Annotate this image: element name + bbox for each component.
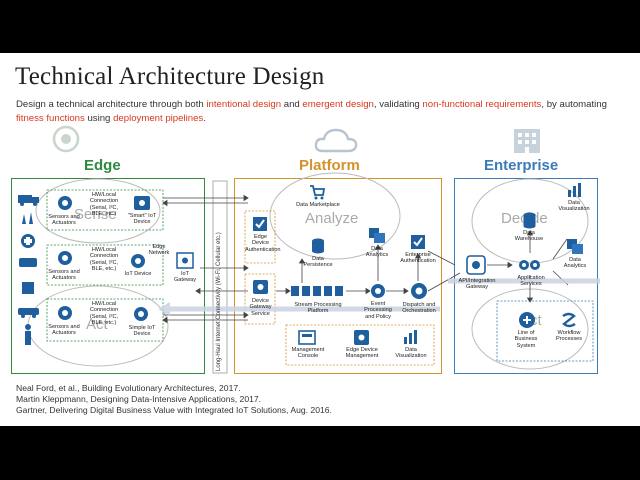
subtitle-text: , by automating bbox=[541, 99, 607, 110]
edge-auth-label: Edge Device Authentication bbox=[245, 234, 281, 253]
analyze-label: Analyze bbox=[305, 210, 359, 227]
enterprise-title: Enterprise bbox=[484, 157, 559, 174]
application-services-label: Application Services bbox=[517, 275, 545, 288]
cloud-icon bbox=[314, 128, 358, 153]
analytics-icon bbox=[369, 228, 385, 243]
application-services-icon bbox=[519, 260, 540, 270]
sensor-icon bbox=[58, 251, 72, 265]
subtitle-text: and bbox=[281, 99, 303, 110]
enterprise-data-analytics-label: Data Analytics bbox=[563, 257, 587, 270]
platform-title: Platform bbox=[299, 157, 360, 174]
workflow-label: Workflow Processes bbox=[555, 330, 583, 343]
slide-title: Technical Architecture Design bbox=[15, 63, 325, 90]
edge-network-label: Edge Network bbox=[148, 244, 170, 257]
edge-title: Edge bbox=[84, 157, 121, 174]
building-icon bbox=[514, 129, 540, 153]
warehouse-icon bbox=[523, 212, 536, 229]
platform-box bbox=[234, 178, 442, 374]
simple-device-label: Simple IoT Device bbox=[128, 325, 156, 338]
auth-check-icon bbox=[253, 217, 267, 231]
platform-data-viz-label: Data Visualization bbox=[395, 347, 427, 360]
hw-connection-label-3: HW/Local Connection (Serial, I²C, BLE, e… bbox=[89, 301, 119, 326]
top-letterbox bbox=[0, 0, 640, 53]
subtitle-text: . bbox=[203, 112, 206, 124]
reference-item: Martin Kleppmann, Designing Data-Intensi… bbox=[16, 394, 262, 405]
api-gateway-label: API/Integration Gateway bbox=[458, 278, 496, 291]
slide-subtitle: Design a technical architecture through … bbox=[16, 98, 632, 125]
subtitle-highlight: deployment pipelines bbox=[113, 112, 204, 124]
smart-device-label: "Smart" IoT Device bbox=[127, 213, 157, 226]
sensors-label-2: Sensors and Actuators bbox=[48, 269, 80, 282]
sense-label: Sense bbox=[74, 206, 117, 223]
management-console-icon bbox=[298, 330, 316, 345]
data-persistence-label: Data Persistence bbox=[303, 256, 333, 269]
bottom-letterbox bbox=[0, 426, 640, 480]
enterprise-auth-icon bbox=[411, 235, 425, 249]
data-analytics-label: Data Analytics bbox=[365, 246, 389, 259]
iot-device-label: IoT Device bbox=[124, 271, 152, 277]
reference-item: Gartner, Delivering Digital Business Val… bbox=[16, 405, 332, 416]
enterprise-analytics-icon bbox=[567, 239, 583, 254]
event-processing-icon bbox=[371, 284, 385, 298]
sensors-label-3: Sensors and Actuators bbox=[48, 324, 80, 337]
device-gateway-label: Device Gateway Service bbox=[249, 298, 272, 317]
line-of-business-label: Line of Business System bbox=[514, 330, 538, 349]
subtitle-highlight: non-functional requirements bbox=[422, 99, 542, 110]
act-edge-label: Act bbox=[86, 316, 108, 333]
reference-item: Neal Ford, et al., Building Evolutionary… bbox=[16, 383, 241, 393]
visualization-chart-icon bbox=[404, 330, 417, 344]
sensor-icon bbox=[58, 196, 72, 210]
subtitle-text: , validating bbox=[373, 99, 423, 110]
smart-device-icon bbox=[134, 196, 150, 210]
hw-connection-label-2: HW/Local Connection (Serial, I²C, BLE, e… bbox=[89, 247, 119, 272]
slide: Technical Architecture Design Design a t… bbox=[0, 53, 640, 426]
line-of-business-icon bbox=[519, 312, 535, 328]
data-marketplace-label: Data Marketplace bbox=[296, 202, 340, 208]
enterprise-viz-icon bbox=[568, 183, 581, 197]
api-gateway-icon bbox=[466, 255, 486, 275]
hw-connection-label-1: HW/Local Connection (Serial, I²C, BLE, e… bbox=[89, 192, 119, 217]
sensor-icon bbox=[58, 306, 72, 320]
iot-device-icon bbox=[131, 254, 145, 268]
stream-processing-icon bbox=[291, 286, 343, 296]
event-processing-label: Event Processing and Policy bbox=[364, 301, 392, 320]
database-icon bbox=[312, 238, 324, 254]
subtitle-highlight: intentional design bbox=[206, 99, 282, 110]
sensors-label-1: Sensors and Actuators bbox=[48, 214, 80, 227]
device-icon-column bbox=[18, 195, 39, 345]
connectivity-label: Long-Haul Internet Connectivity (Wi-Fi, … bbox=[216, 232, 222, 371]
data-warehouse-label: Data Warehouse bbox=[514, 230, 544, 243]
diagram-connectors bbox=[27, 172, 600, 374]
subtitle-highlight: fitness functions bbox=[16, 112, 85, 124]
edge-management-label: Edge Device Management bbox=[345, 347, 379, 360]
stream-processing-label: Stream Processing Platform bbox=[294, 302, 342, 315]
subtitle-text: Design a technical architecture through … bbox=[16, 99, 207, 110]
management-console-label: Management Console bbox=[291, 347, 325, 360]
device-gateway-icon bbox=[253, 280, 268, 294]
references: Neal Ford, et al., Building Evolutionary… bbox=[16, 383, 332, 417]
iot-gateway-label: IoT Gateway bbox=[173, 271, 197, 284]
subtitle-text: using bbox=[84, 112, 114, 124]
simple-device-icon bbox=[134, 307, 148, 321]
edge-box bbox=[11, 178, 205, 374]
edge-header-icon bbox=[52, 125, 80, 153]
dispatch-label: Dispatch and Orchestration bbox=[402, 302, 436, 315]
workflow-icon bbox=[562, 312, 576, 328]
enterprise-data-viz-label: Data Visualization bbox=[558, 200, 590, 213]
subtitle-highlight: emergent design bbox=[302, 99, 374, 110]
cart-icon bbox=[310, 185, 325, 200]
enterprise-auth-label: Enterprise Authentication bbox=[400, 252, 436, 265]
dispatch-gear-icon bbox=[411, 283, 427, 299]
iot-gateway-icon bbox=[176, 252, 194, 269]
edge-management-icon bbox=[354, 330, 369, 345]
